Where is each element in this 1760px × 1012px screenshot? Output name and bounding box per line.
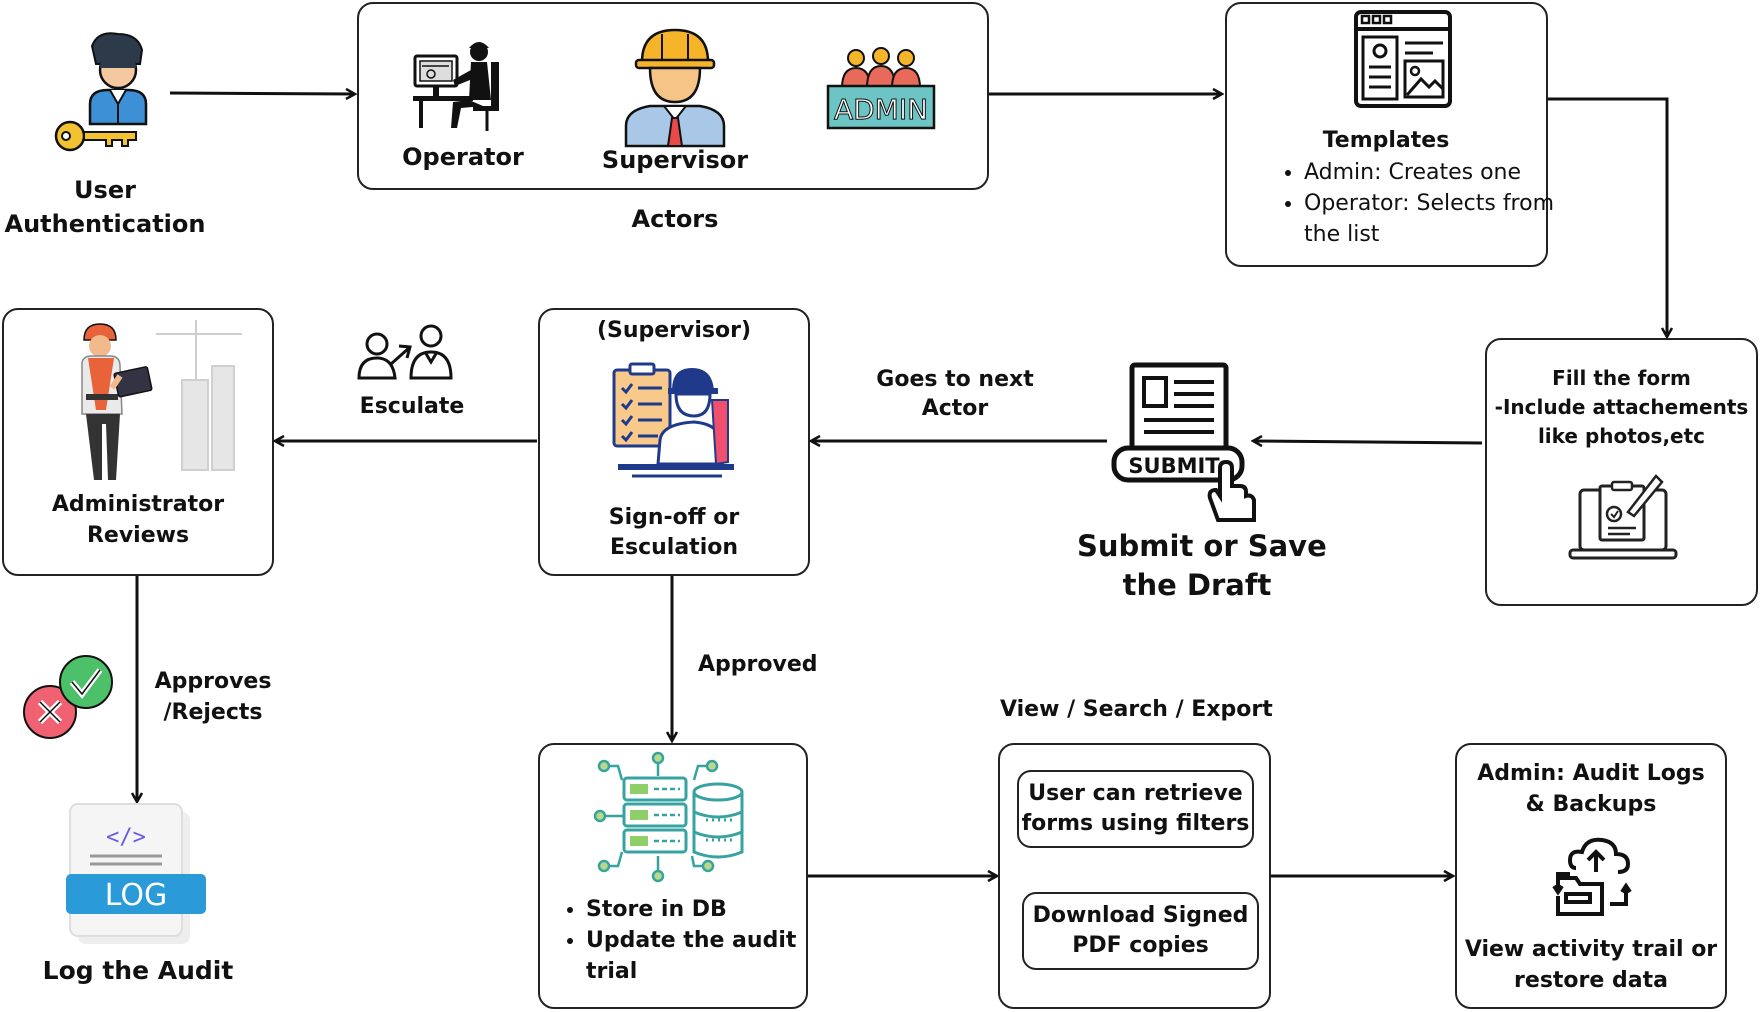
template-window-icon — [1354, 10, 1452, 108]
submit-badge-text: SUBMIT — [1128, 454, 1220, 478]
user-key-icon — [54, 32, 148, 152]
templates-title: Templates — [1322, 128, 1450, 153]
actors-caption: Actors — [631, 205, 719, 233]
actor-supervisor-label: Supervisor — [601, 146, 749, 174]
admin-badge-text: ADMIN — [834, 93, 928, 126]
arrow-templates-to-form — [1547, 97, 1667, 337]
escalate-people-icon — [357, 324, 453, 380]
submit-label-line1: Submit or Save — [1077, 529, 1327, 563]
fill-form-line2: -Include attachements — [1494, 395, 1749, 419]
templates-bullet: Admin: Creates one — [1304, 158, 1564, 189]
admin-review-line2: Reviews — [86, 523, 190, 548]
svg-text:</>: </> — [106, 825, 146, 850]
goes-next-line2: Actor — [921, 396, 989, 421]
view-caption: View / Search / Export — [1000, 697, 1273, 722]
audit-title-line1: Admin: Audit Logs — [1477, 761, 1705, 786]
approves-line1: Approves — [154, 669, 272, 694]
templates-bullet: Operator: Selects from the list — [1304, 189, 1564, 251]
approved-label: Approved — [698, 652, 818, 677]
auth-label-line1: User — [74, 176, 136, 204]
operator-icon — [413, 42, 499, 131]
checklist-worker-icon — [612, 362, 734, 478]
escalate-label: Esculate — [359, 394, 465, 419]
fill-form-line3: like photos,etc — [1537, 424, 1706, 448]
store-bullet: Store in DB — [586, 894, 826, 925]
auth-label-line2: Authentication — [4, 210, 206, 238]
retrieve-forms-box: User can retrieve forms using filters — [1017, 770, 1254, 848]
database-server-icon — [593, 751, 744, 883]
cloud-backup-icon — [1552, 837, 1632, 916]
signoff-line2: Esculation — [609, 535, 739, 560]
fill-form-box — [1485, 338, 1758, 606]
submit-label-line2: the Draft — [1122, 568, 1272, 602]
submit-form-icon: SUBMIT — [1111, 362, 1256, 522]
log-file-icon: </> LOG — [66, 803, 206, 944]
fill-form-line1: Fill the form — [1552, 366, 1691, 390]
admin-review-line1: Administrator — [51, 492, 225, 517]
actor-operator-label: Operator — [402, 143, 524, 171]
templates-bullets: Admin: Creates one Operator: Selects fro… — [1278, 158, 1564, 250]
log-badge-text: LOG — [105, 878, 168, 913]
arrow-auth-to-actors — [169, 93, 355, 94]
audit-footer-line1: View activity trail or — [1464, 937, 1718, 962]
signoff-line1: Sign-off or — [608, 505, 740, 530]
audit-title-line2: & Backups — [1525, 792, 1657, 817]
download-pdf-box: Download Signed PDF copies — [1022, 892, 1259, 970]
supervisor-icon — [624, 28, 726, 148]
construction-engineer-icon — [81, 320, 242, 480]
log-label: Log the Audit — [42, 956, 234, 985]
audit-box — [1455, 743, 1727, 1009]
store-bullet: Update the audit trial — [586, 925, 826, 987]
approve-reject-icon — [23, 655, 113, 739]
admin-group-icon: ADMIN — [826, 47, 936, 130]
approves-line2: /Rejects — [163, 700, 263, 725]
signoff-header: (Supervisor) — [596, 318, 752, 343]
laptop-form-icon — [1568, 474, 1678, 560]
arrow-form-to-submit — [1253, 441, 1483, 443]
store-bullets: Store in DB Update the audit trial — [560, 894, 826, 987]
goes-next-line1: Goes to next — [876, 367, 1034, 392]
audit-footer-line2: restore data — [1514, 968, 1668, 993]
